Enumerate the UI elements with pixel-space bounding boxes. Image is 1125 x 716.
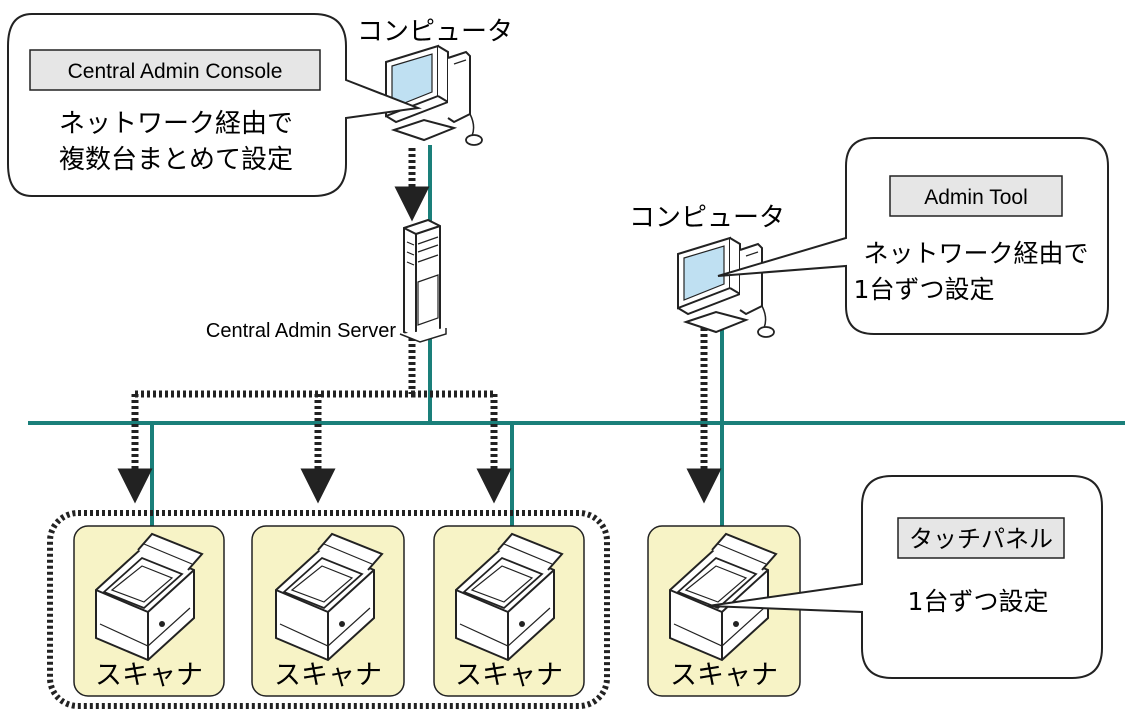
server-distribution-bus (135, 338, 416, 398)
computer-left-label: コンピュータ (357, 17, 513, 47)
scanner-label: スキャナ (670, 660, 778, 691)
callout-line-2: 複数台まとめて設定 (59, 145, 293, 175)
callout-line-1: 1台ずつ設定 (908, 587, 1049, 616)
callout-touch-panel: タッチパネル 1台ずつ設定 (707, 475, 1103, 679)
callout-line-1: ネットワーク経由で (863, 239, 1088, 268)
computer-right-label: コンピュータ (629, 203, 785, 233)
scanner-card-4: スキャナ (647, 525, 801, 697)
server-label: Central Admin Server (206, 320, 396, 342)
scanner-label: スキャナ (455, 660, 563, 691)
tool-name: Central Admin Console (68, 60, 283, 83)
scanner-card-3: スキャナ (433, 525, 585, 697)
callout-line-1: ネットワーク経由で (59, 109, 293, 139)
scanner-label: スキャナ (95, 660, 203, 691)
callout-admin-tool: Admin Tool ネットワーク経由で 1台ずつ設定 (717, 137, 1109, 335)
tool-name: タッチパネル (909, 525, 1053, 553)
tool-name-box (897, 517, 1065, 559)
scanner-card-2: スキャナ (251, 525, 405, 697)
tool-name-box (889, 175, 1063, 217)
scanner-card-1: スキャナ (73, 525, 225, 697)
computer-right: コンピュータ (629, 203, 785, 338)
computer-icon (677, 237, 775, 338)
tool-name-box (29, 49, 321, 91)
scanner-label: スキャナ (274, 660, 382, 691)
scanner-group-outline (47, 510, 610, 709)
flow-arrows (117, 148, 722, 504)
network-lines (28, 145, 1125, 528)
callout-line-2: 1台ずつ設定 (854, 275, 995, 304)
computer-left: コンピュータ (357, 17, 513, 146)
central-admin-server (399, 218, 447, 343)
tool-name: Admin Tool (924, 186, 1028, 209)
computer-icon (385, 45, 483, 146)
callout-console: Central Admin Console ネットワーク経由で 複数台まとめて設… (7, 13, 422, 197)
